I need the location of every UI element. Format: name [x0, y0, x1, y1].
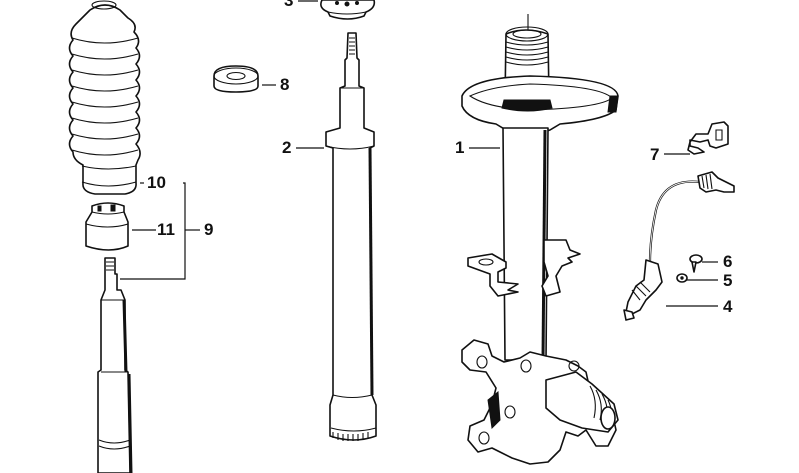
callout-5: 5	[723, 271, 733, 290]
callout-7: 7	[650, 145, 660, 164]
washer	[676, 273, 688, 283]
protective-boot	[68, 0, 141, 195]
callout-4: 4	[723, 297, 733, 316]
sensor-cable-clip	[687, 121, 729, 155]
strut-housing	[461, 14, 619, 465]
upper-strut-mount	[320, 0, 376, 20]
spacer-ring	[213, 65, 259, 93]
callout-3: 3	[284, 0, 294, 10]
bump-stop	[85, 202, 129, 251]
wheel-speed-sensor	[623, 171, 735, 321]
leader-lines	[120, 0, 718, 307]
screw	[689, 254, 703, 273]
callout-9: 9	[204, 220, 214, 239]
callout-1: 1	[455, 138, 465, 157]
callout-11: 11	[157, 220, 175, 239]
callout-8: 8	[280, 75, 290, 94]
callout-6: 6	[723, 252, 733, 271]
piston-rod	[97, 257, 133, 473]
shock-absorber-insert	[325, 32, 377, 441]
callout-2: 2	[282, 138, 292, 157]
callout-10: 10	[147, 173, 166, 192]
